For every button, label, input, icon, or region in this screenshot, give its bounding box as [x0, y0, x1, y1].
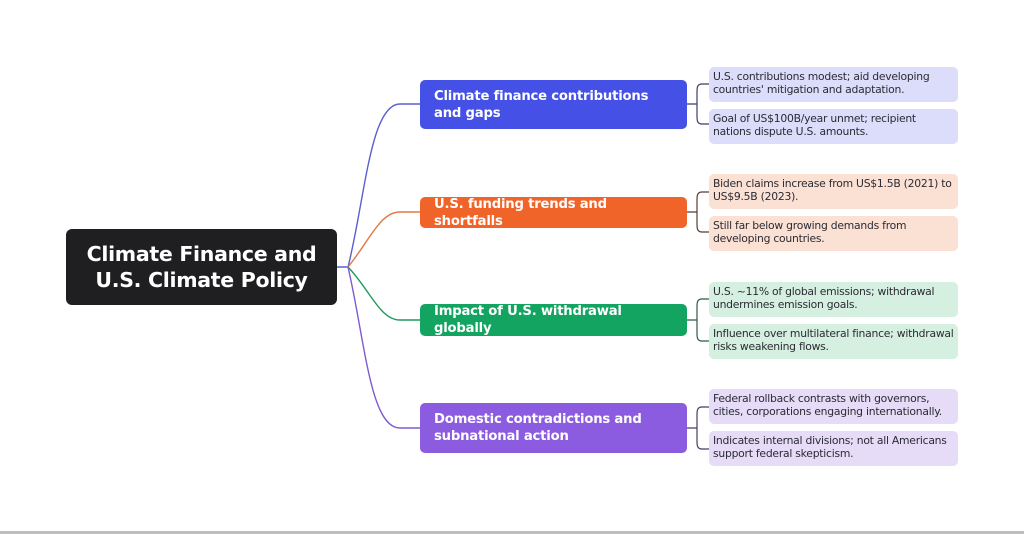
leaf-node[interactable]: Influence over multilateral finance; wit… [709, 324, 958, 359]
root-node[interactable]: Climate Finance and U.S. Climate Policy [66, 229, 337, 305]
root-title-line1: Climate Finance and [86, 242, 317, 266]
leaf-node[interactable]: Biden claims increase from US$1.5B (2021… [709, 174, 958, 209]
leaf-node[interactable]: Federal rollback contrasts with governor… [709, 389, 958, 424]
branch-node-us-funding[interactable]: U.S. funding trends and shortfalls [420, 196, 687, 229]
leaf-text: Biden claims increase from US$1.5B (2021… [713, 177, 952, 203]
branch-label: Climate finance contributions and gaps [434, 88, 649, 121]
leaf-text: U.S. contributions modest; aid developin… [713, 70, 930, 96]
branch-label: Domestic contradictions and subnational … [434, 412, 642, 444]
branch-node-domestic-contradictions[interactable]: Domestic contradictions and subnational … [420, 403, 687, 453]
branch-node-us-withdrawal[interactable]: Impact of U.S. withdrawal globally [420, 304, 687, 336]
root-title-line2: U.S. Climate Policy [95, 268, 308, 292]
leaf-node[interactable]: Indicates internal divisions; not all Am… [709, 431, 958, 466]
leaf-text: Still far below growing demands from dev… [713, 219, 907, 245]
branch-label: Impact of U.S. withdrawal globally [434, 304, 622, 336]
leaf-node[interactable]: Goal of US$100B/year unmet; recipient na… [709, 109, 958, 144]
leaf-node[interactable]: U.S. contributions modest; aid developin… [709, 67, 958, 102]
branch-label: U.S. funding trends and shortfalls [434, 196, 607, 229]
branch-node-climate-finance[interactable]: Climate finance contributions and gaps [420, 80, 687, 129]
leaf-text: U.S. ~11% of global emissions; withdrawa… [713, 285, 935, 311]
leaf-node[interactable]: U.S. ~11% of global emissions; withdrawa… [709, 282, 958, 317]
bottom-divider [0, 531, 1024, 534]
leaf-text: Influence over multilateral finance; wit… [713, 327, 954, 353]
leaf-node[interactable]: Still far below growing demands from dev… [709, 216, 958, 251]
leaf-text: Goal of US$100B/year unmet; recipient na… [713, 112, 916, 138]
leaf-text: Indicates internal divisions; not all Am… [713, 434, 947, 460]
leaf-text: Federal rollback contrasts with governor… [713, 392, 942, 418]
